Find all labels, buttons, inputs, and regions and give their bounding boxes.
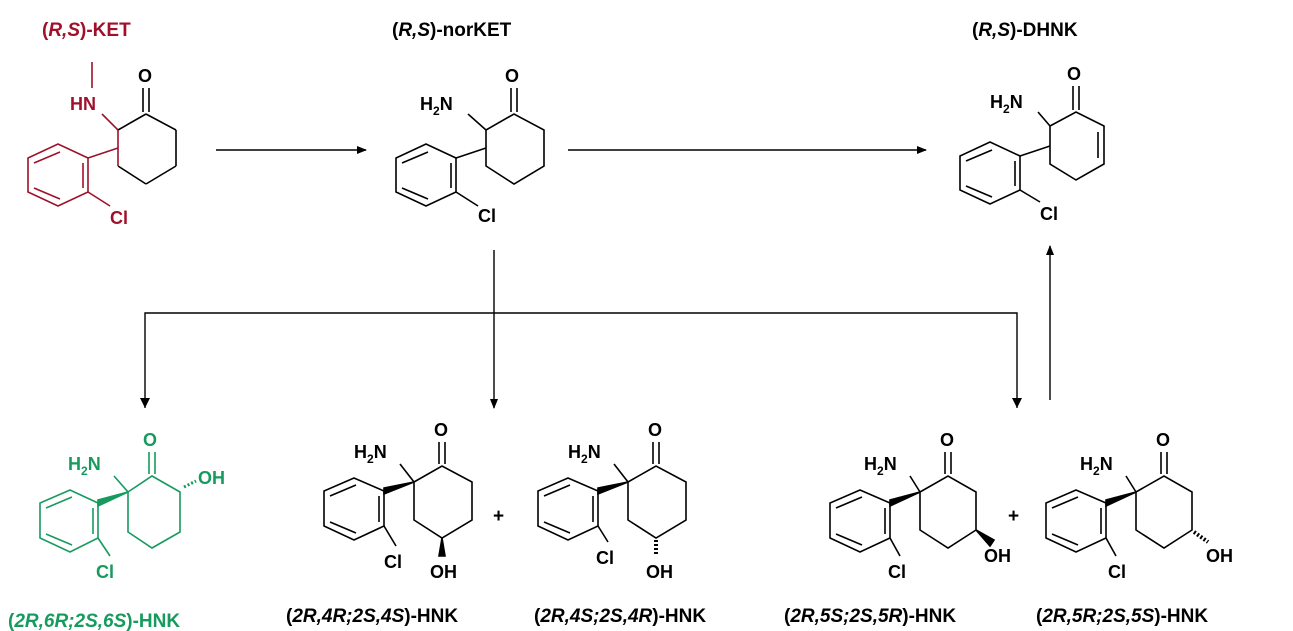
hnk5b-cl-atom: Cl bbox=[1108, 562, 1126, 582]
hnk-6-structure: H2N O OH Cl (2R,6R;2S,6S)-HNK bbox=[8, 430, 225, 631]
branch-line bbox=[144, 312, 1018, 408]
reaction-arrows bbox=[140, 146, 1054, 409]
hnk5b-oh-atom: OH bbox=[1206, 546, 1233, 566]
hnk6-cl-atom: Cl bbox=[96, 562, 114, 582]
ket-o-atom: O bbox=[138, 66, 152, 86]
ket-hn-atom: HN bbox=[70, 94, 96, 114]
hnk5a-cl-atom: Cl bbox=[888, 562, 906, 582]
ket-cl-atom: Cl bbox=[110, 208, 128, 228]
hnk5b-o-atom: O bbox=[1156, 430, 1170, 450]
hnk6-nh2-atom: H2N bbox=[68, 454, 101, 478]
hnk6-oh-atom: OH bbox=[198, 468, 225, 488]
hnk5a-oh-atom: OH bbox=[984, 546, 1011, 566]
norket-cl-atom: Cl bbox=[478, 206, 496, 226]
dhnk-nh2-atom: H2N bbox=[990, 92, 1023, 116]
hnk-5b-structure: H2N O OH Cl (2R,5R;2S,5S)-HNK bbox=[1036, 430, 1233, 627]
dhnk-structure: (R,S)-DHNK H2N O Cl bbox=[959, 20, 1105, 224]
hnk4b-o-atom: O bbox=[648, 420, 662, 440]
hnk6-o-atom: O bbox=[143, 430, 157, 450]
hnk4a-oh-atom: OH bbox=[430, 562, 457, 582]
hnk-4b-structure: H2N O OH Cl (2R,4S;2S,4R)-HNK bbox=[534, 420, 706, 627]
ketamine-structure: (R,S)-KET HN O Cl bbox=[27, 20, 177, 228]
hnk-5a-label: (2R,5S;2S,5R)-HNK bbox=[784, 606, 956, 627]
hnk5a-o-atom: O bbox=[940, 430, 954, 450]
dhnk-cl-atom: Cl bbox=[1040, 204, 1058, 224]
norket-o-atom: O bbox=[505, 66, 519, 86]
hnk4a-cl-atom: Cl bbox=[384, 552, 402, 572]
hnk5a-nh2-atom: H2N bbox=[864, 454, 897, 478]
hnk5b-nh2-atom: H2N bbox=[1080, 454, 1113, 478]
hnk-5a-structure: H2N O OH Cl (2R,5S;2S,5R)-HNK bbox=[784, 430, 1011, 627]
ket-label: (R,S)-KET bbox=[42, 20, 131, 41]
hnk-4a-structure: H2N O OH Cl (2R,4R;2S,4S)-HNK bbox=[286, 420, 473, 627]
hnk4b-oh-atom: OH bbox=[646, 562, 673, 582]
plus-sign-2: + bbox=[1008, 506, 1019, 527]
hnk4b-cl-atom: Cl bbox=[596, 548, 614, 568]
norket-nh2-atom: H2N bbox=[420, 94, 453, 118]
dhnk-label: (R,S)-DHNK bbox=[972, 20, 1078, 41]
hnk4a-o-atom: O bbox=[434, 420, 448, 440]
dhnk-o-atom: O bbox=[1067, 64, 1081, 84]
hnk-6-label: (2R,6R;2S,6S)-HNK bbox=[8, 611, 180, 631]
norketamine-structure: (R,S)-norKET H2N O Cl bbox=[392, 20, 545, 226]
norket-label: (R,S)-norKET bbox=[392, 20, 512, 41]
hnk4a-nh2-atom: H2N bbox=[354, 442, 387, 466]
plus-sign-1: + bbox=[493, 506, 504, 527]
hnk4b-nh2-atom: H2N bbox=[568, 442, 601, 466]
hnk-5b-label: (2R,5R;2S,5S)-HNK bbox=[1036, 606, 1208, 627]
hnk-4b-label: (2R,4S;2S,4R)-HNK bbox=[534, 606, 706, 627]
hnk-4a-label: (2R,4R;2S,4S)-HNK bbox=[286, 606, 458, 627]
